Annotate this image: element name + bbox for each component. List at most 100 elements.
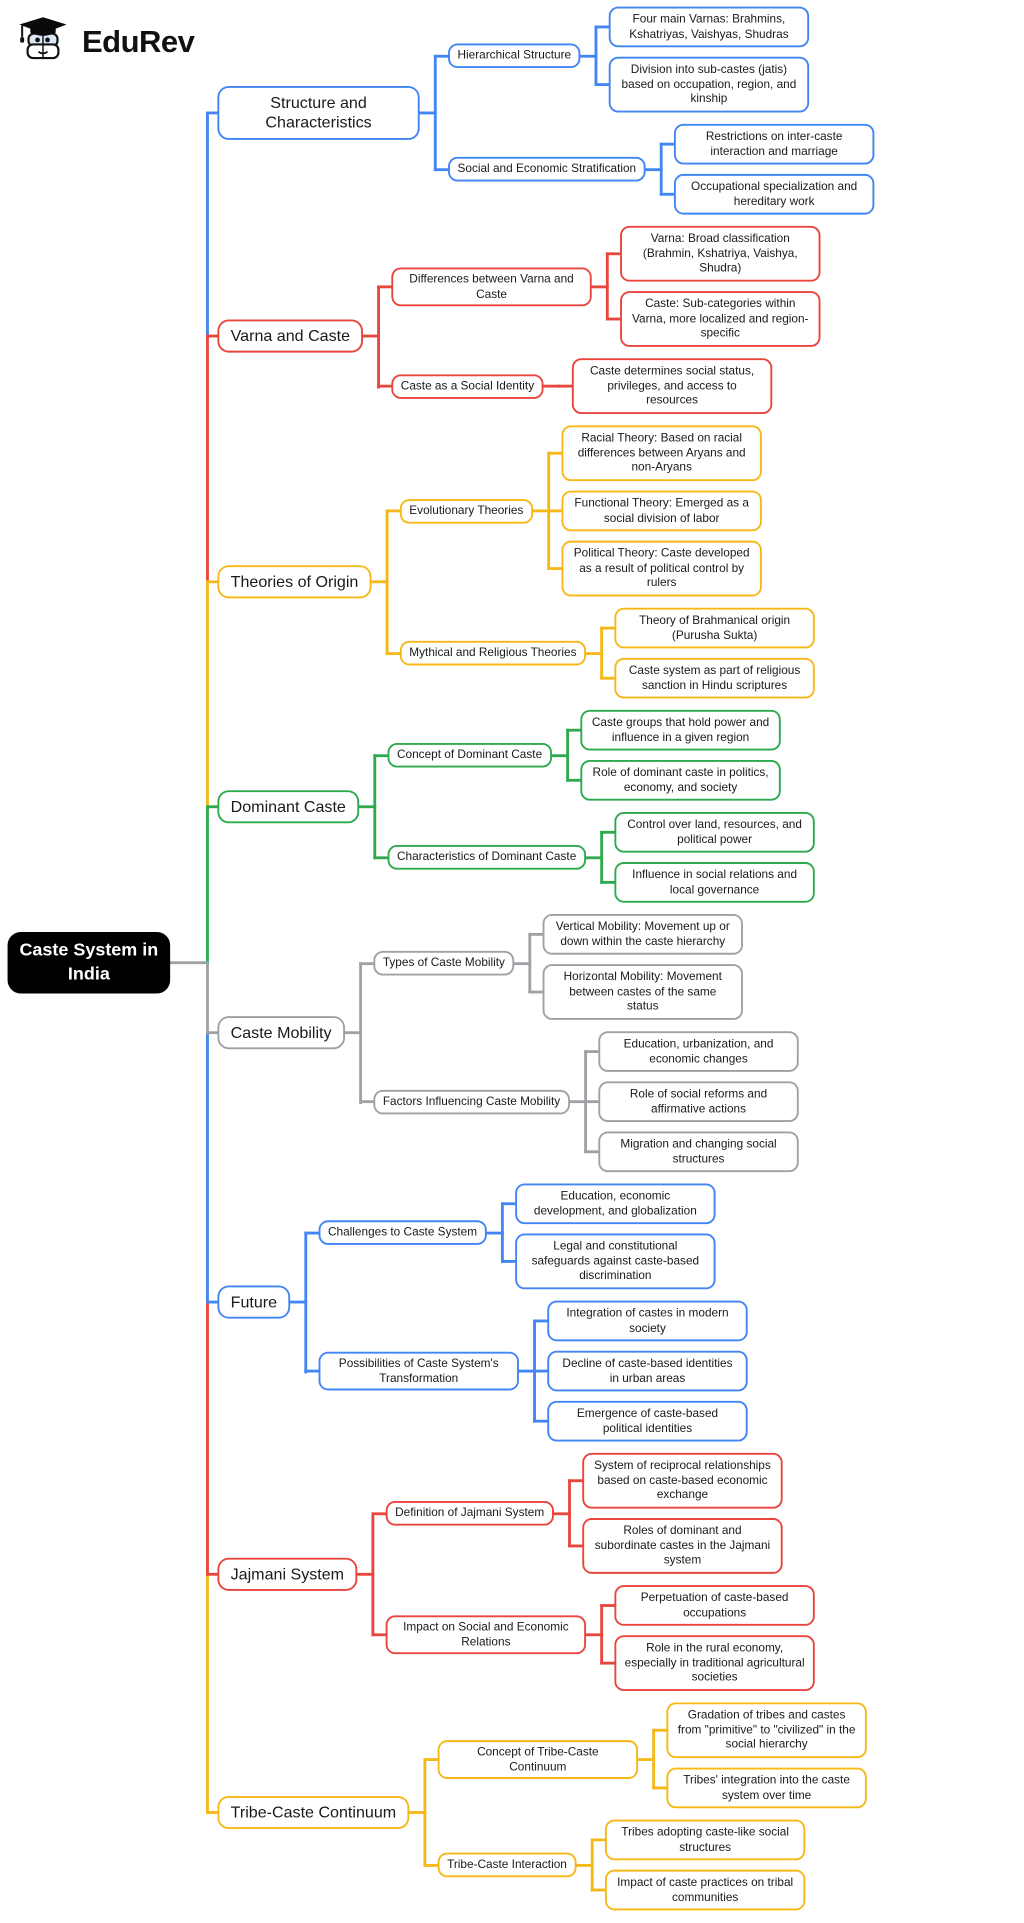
connector [547,451,563,455]
connector [377,285,380,389]
leaf-node: Integration of castes in modern society [547,1300,748,1342]
connector [600,1604,616,1607]
connector [528,932,544,936]
connector [373,754,389,758]
topic-node-social-and-economic-stratification: Social and Economic Stratification [448,156,646,182]
connector [206,111,219,115]
leaf-node: Gradation of tribes and castes from "pri… [666,1702,867,1759]
leaf-node: Influence in social relations and local … [614,862,815,903]
topic-node-impact-on-social-and-economic-relations: Impact on Social and Economic Relations [385,1615,587,1655]
connector [206,1572,209,1814]
branch-node-varna-and-caste: Varna and Caste [217,319,364,353]
edurev-logo: EduRev [14,10,195,73]
connector [566,728,570,782]
topic-node-tribe-caste-interaction: Tribe-Caste Interaction [437,1852,577,1877]
connector [418,111,437,115]
connector [605,252,622,256]
connector [206,1031,209,1304]
connector [585,856,604,860]
connector [652,1728,656,1790]
leaf-node: Caste system as part of religious sancti… [614,657,815,699]
connector [206,580,219,584]
connector [359,962,363,1105]
leaf-node: Role of dominant caste in politics, econ… [580,759,781,801]
topic-node-possibilities-of-caste-system-s-transfor: Possibilities of Caste System's Transfor… [318,1351,519,1391]
connector [533,1419,549,1423]
connector [557,384,573,388]
connector [568,1479,571,1548]
connector-layer [169,25,675,1892]
connector [542,384,561,388]
connector [600,830,616,834]
connector [659,142,675,146]
connector [500,1260,517,1263]
leaf-node: Political Theory: Caste developed as a r… [561,540,762,597]
connector [206,805,209,965]
branch-node-theories-of-origin: Theories of Origin [217,565,372,599]
topic-node-hierarchical-structure: Hierarchical Structure [448,43,581,68]
connector [206,1811,219,1814]
leaf-node: Caste determines social status, privileg… [571,358,773,414]
connector [551,754,570,758]
topic-node-caste-as-a-social-identity: Caste as a Social Identity [391,374,544,399]
connector [566,778,582,782]
connector [637,1758,656,1761]
leaf-node: Division into sub-castes (jatis) based o… [608,56,810,113]
connector [206,961,209,1035]
leaf-node: Role in the rural economy, especially in… [614,1635,815,1691]
connector [584,1150,600,1154]
leaf-node: Control over land, resources, and politi… [614,811,815,853]
leaf-node: Emergence of caste-based political ident… [547,1400,748,1442]
connector [513,962,532,966]
branch-node-structure-and-characteristics: Structure and Characteristics [217,86,420,140]
leaf-node: Functional Theory: Emerged as a social d… [561,490,762,532]
connector [169,961,209,965]
leaf-node: Theory of Brahmanical origin (Purusha Su… [614,607,815,649]
connector [206,1300,219,1304]
connector [433,168,449,172]
leaf-node: Occupational specialization and heredita… [673,173,875,215]
leaf-node: Vertical Mobility: Movement up or down w… [542,914,743,955]
branch-node-tribe-caste-continuum: Tribe-Caste Continuum [217,1795,410,1830]
connector [568,1479,584,1483]
leaf-node: Restrictions on inter-caste interaction … [673,123,875,165]
connector [568,1544,584,1548]
branch-node-future: Future [217,1285,291,1319]
connector [304,1231,308,1374]
connector [371,1633,387,1637]
connector [605,317,622,321]
leaf-node: Education, economic development, and glo… [515,1183,716,1225]
connector [533,1369,549,1373]
connector [373,754,377,860]
connector [659,192,675,196]
connector [600,1661,616,1665]
connector [385,509,401,513]
connector [533,1319,549,1323]
branch-node-jajmani-system: Jajmani System [217,1557,358,1592]
connector [600,626,604,680]
logo-text: EduRev [82,23,195,59]
connector [590,1838,606,1842]
connector [344,1031,363,1035]
leaf-node: Legal and constitutional safeguards agai… [515,1233,716,1290]
leaf-node: Education, urbanization, and economic ch… [598,1031,799,1073]
connector [528,932,532,994]
connector [304,1231,320,1235]
topic-node-definition-of-jajmani-system: Definition of Jajmani System [385,1501,554,1526]
connector [585,652,604,656]
connector [206,805,219,809]
connector [206,334,209,584]
connector [552,1512,571,1516]
connector [206,1031,219,1035]
connector [206,1572,219,1576]
branch-node-caste-mobility: Caste Mobility [217,1016,345,1050]
leaf-node: Horizontal Mobility: Movement between ca… [542,964,743,1020]
connector [584,1050,600,1053]
leaf-node: Caste: Sub-categories within Varna, more… [620,291,821,347]
leaf-node: Varna: Broad classification (Brahmin, Ks… [620,225,821,282]
connector [600,1604,604,1665]
branch-node-dominant-caste: Dominant Caste [217,790,360,824]
connector [569,1100,587,1104]
